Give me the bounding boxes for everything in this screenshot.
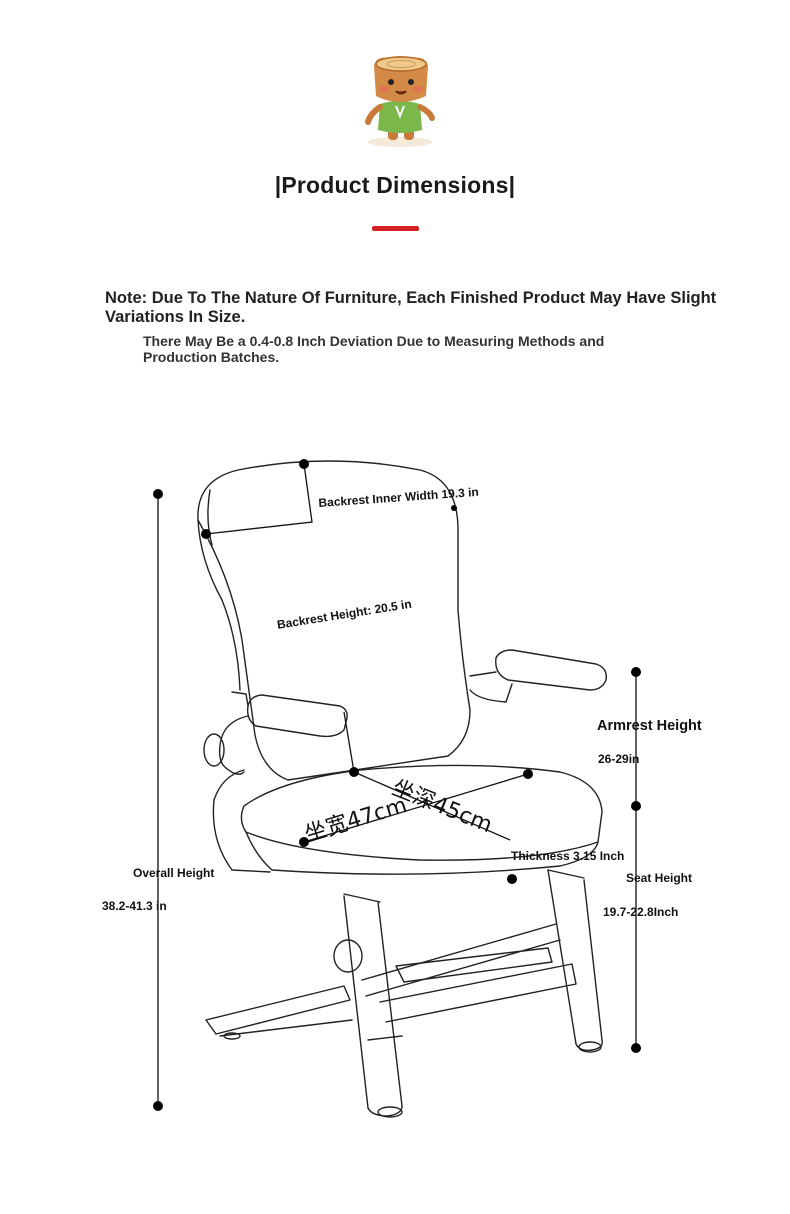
overall-height-value: 38.2-41.3 in	[102, 899, 167, 913]
title-underline	[372, 226, 419, 231]
right-armrest	[495, 649, 607, 691]
marker-dot	[153, 1101, 163, 1111]
marker-dot	[631, 1043, 641, 1053]
marker-dot	[507, 874, 517, 884]
marker-dot	[201, 529, 211, 539]
thickness-label: Thickness 3.15 Inch	[511, 849, 625, 863]
overall-height-title: Overall Height	[133, 866, 215, 880]
marker-dot	[153, 489, 163, 499]
deviation-note: There May Be a 0.4-0.8 Inch Deviation Du…	[143, 333, 605, 365]
backrest-width-line	[205, 463, 313, 535]
marker-dot	[523, 769, 533, 779]
marker-dot	[451, 505, 457, 511]
armrest-height-value: 26-29in	[598, 752, 640, 766]
marker-dot	[299, 837, 309, 847]
seat-height-title: Seat Height	[626, 871, 693, 885]
marker-dot	[631, 667, 641, 677]
seat-depth-line	[353, 771, 511, 841]
seat-outline	[240, 764, 603, 861]
page-title: |Product Dimensions|	[274, 172, 516, 198]
size-variation-note: Note: Due To The Nature Of Furniture, Ea…	[105, 289, 717, 326]
armrest-height-title: Armrest Height	[597, 718, 702, 734]
base-plank	[205, 985, 351, 1035]
footrest	[395, 947, 553, 983]
marker-dot	[631, 801, 641, 811]
front-left-leg	[343, 895, 403, 1117]
marker-dot	[349, 767, 359, 777]
marker-dot	[299, 459, 309, 469]
seat-width-line	[303, 773, 529, 843]
seat-height-value: 19.7-22.8Inch	[603, 905, 679, 919]
left-armrest	[246, 694, 348, 738]
backrest-outline	[197, 460, 471, 781]
tree-stump-mascot-icon	[365, 56, 435, 147]
back-right-leg	[547, 869, 603, 1052]
